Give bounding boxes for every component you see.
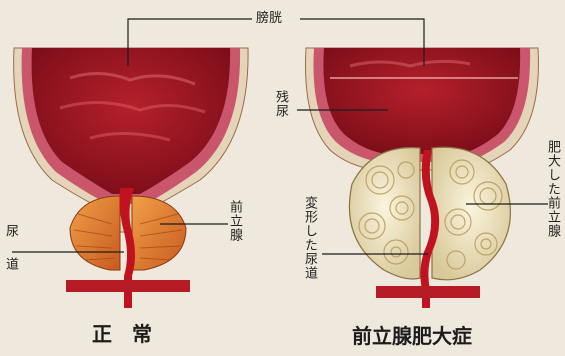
bph-pelvic-floor bbox=[376, 286, 480, 298]
label-enlarged-prostate: 肥大した前立腺 bbox=[546, 140, 559, 238]
bph-prostate-right bbox=[432, 147, 510, 280]
normal-pelvic-floor bbox=[66, 280, 190, 292]
bph-anatomy bbox=[306, 48, 539, 308]
label-prostate: 前立腺 bbox=[228, 200, 241, 242]
caption-normal: 正 常 bbox=[92, 318, 152, 347]
label-bladder: 膀胱 bbox=[256, 12, 282, 25]
normal-anatomy bbox=[14, 48, 248, 308]
caption-bph: 前立腺肥大症 bbox=[352, 320, 472, 349]
label-deformed-urethra: 変形した尿道 bbox=[303, 196, 316, 280]
label-residual-urine: 残尿 bbox=[274, 90, 287, 118]
label-urethra: 尿道 bbox=[4, 224, 17, 290]
